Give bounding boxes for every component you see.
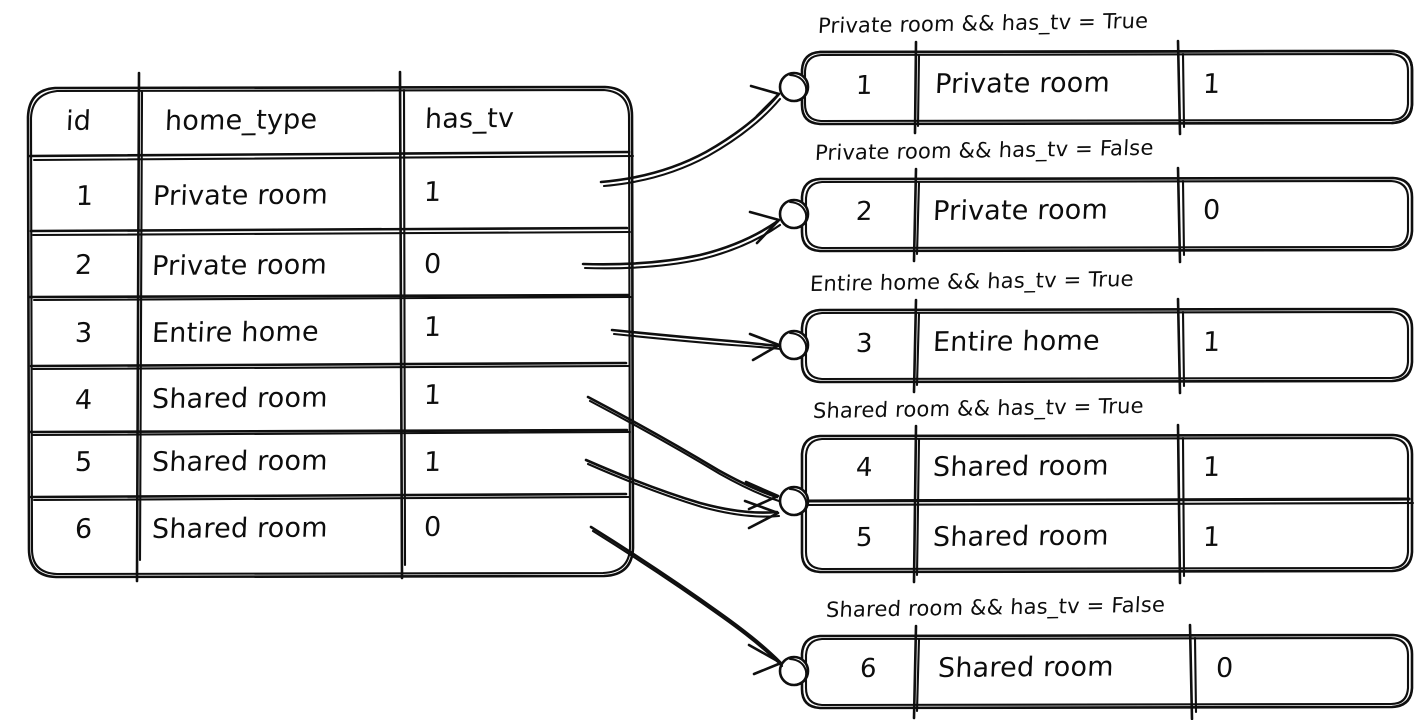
source-cell-id-5: 5	[74, 446, 94, 478]
source-cell-id-1: 1	[75, 180, 95, 212]
group3-cell-home-type: Entire home	[932, 325, 1101, 358]
source-cell-has-tv-1: 1	[423, 176, 443, 208]
group2-cell-has-tv: 0	[1202, 194, 1222, 226]
group4-cell-has-tv-b: 1	[1202, 521, 1222, 553]
source-col-header-home-type: home_type	[164, 104, 318, 137]
arrow-row1-group1	[599, 84, 782, 188]
group2-cell-id: 2	[855, 196, 874, 227]
arrow-row6-group5	[589, 525, 784, 676]
source-cell-has-tv-2: 0	[423, 248, 443, 280]
group3-cell-id: 3	[855, 328, 874, 359]
group2-cell-home-type: Private room	[932, 194, 1109, 227]
group4-cell-has-tv-a: 1	[1202, 451, 1222, 483]
arrow-row2-group2	[581, 210, 782, 270]
source-cell-has-tv-3: 1	[423, 311, 443, 343]
group4-cell-id-b: 5	[855, 522, 874, 553]
group-box-2	[778, 166, 1414, 264]
group3-cell-has-tv: 1	[1202, 326, 1222, 358]
source-table-frame	[26, 85, 635, 579]
source-cell-home-type-3: Entire home	[151, 316, 320, 349]
group-box-4	[778, 423, 1415, 585]
arrow-row4-group4	[586, 395, 781, 511]
source-table-gridlines	[28, 70, 635, 583]
group4-cell-id-a: 4	[855, 452, 874, 483]
group5-cell-id: 6	[859, 653, 878, 684]
source-cell-home-type-6: Shared room	[151, 512, 329, 545]
source-cell-home-type-5: Shared room	[151, 445, 329, 478]
source-cell-home-type-4: Shared room	[151, 382, 329, 415]
group1-cell-has-tv: 1	[1202, 68, 1222, 100]
group-box-1	[778, 39, 1414, 136]
group-box-5	[778, 623, 1414, 720]
source-cell-home-type-2: Private room	[151, 249, 328, 282]
source-cell-has-tv-4: 1	[423, 379, 443, 411]
source-cell-home-type-1: Private room	[152, 179, 329, 212]
group1-cell-id: 1	[855, 70, 874, 101]
source-cell-id-6: 6	[74, 513, 94, 545]
source-cell-id-3: 3	[74, 317, 94, 349]
group4-cell-home-type-b: Shared room	[932, 520, 1110, 553]
group1-cell-home-type: Private room	[934, 67, 1111, 100]
source-cell-has-tv-6: 0	[423, 511, 443, 543]
group-label-3: Entire home && has_tv = True	[809, 266, 1135, 296]
source-cell-id-2: 2	[74, 249, 94, 281]
group5-cell-home-type: Shared room	[937, 651, 1115, 684]
group5-cell-has-tv: 0	[1215, 652, 1235, 684]
source-cell-id-4: 4	[74, 384, 94, 416]
arrow-row3-group3	[610, 328, 782, 362]
source-cell-has-tv-5: 1	[423, 446, 443, 478]
source-col-header-id: id	[65, 105, 92, 137]
arrow-row5-group4	[584, 458, 781, 530]
connector-arrows	[581, 84, 784, 676]
group4-cell-home-type-a: Shared room	[932, 450, 1110, 483]
source-col-header-has-tv: has_tv	[424, 102, 515, 135]
